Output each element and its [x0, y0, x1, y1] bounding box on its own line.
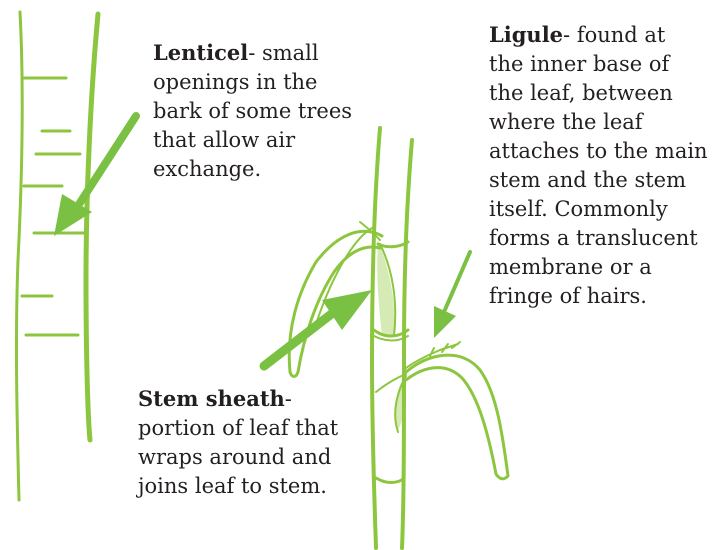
node-mark	[378, 242, 408, 247]
ligule-arrow	[434, 252, 470, 338]
lenticel-stem	[16, 12, 98, 500]
ligule-text: - found at the inner base of the leaf, b…	[489, 23, 708, 308]
lenticel-arrow	[54, 116, 136, 236]
stem-sheath-description: Stem sheath- portion of leaf that wraps …	[138, 384, 373, 501]
node-mark	[376, 478, 404, 483]
ligule-description: Ligule- found at the inner base of the l…	[489, 20, 711, 311]
ligule-term: Ligule	[489, 22, 563, 47]
stem-outline-right	[86, 14, 98, 440]
stem-outline-left	[16, 12, 22, 500]
grass-stem-right	[402, 140, 412, 548]
lower-leaf-blade	[406, 355, 508, 479]
lenticel-term: Lenticel	[153, 40, 248, 65]
stem-sheath-term: Stem sheath	[138, 386, 285, 411]
sheath-fill-upper	[377, 240, 394, 336]
lenticel-description: Lenticel- small openings in the bark of …	[153, 38, 373, 184]
